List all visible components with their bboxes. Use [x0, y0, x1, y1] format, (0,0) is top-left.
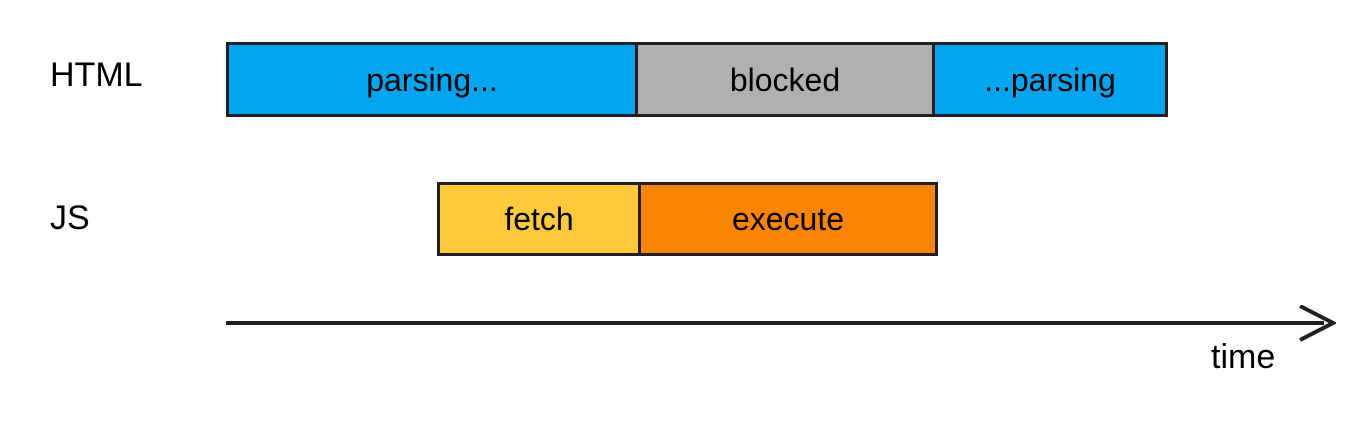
- segment-html-parsing-start: parsing...: [226, 42, 638, 117]
- segment-js-execute: execute: [638, 182, 938, 256]
- segment-js-fetch: fetch: [437, 182, 641, 256]
- row-label-html: HTML: [50, 56, 143, 94]
- js-timeline-track: fetch execute: [437, 182, 938, 256]
- row-label-js: JS: [50, 199, 90, 237]
- segment-label: blocked: [729, 61, 841, 98]
- segment-html-parsing-resume: ...parsing: [932, 42, 1168, 117]
- segment-label: ...parsing: [984, 61, 1116, 98]
- html-timeline-track: parsing... blocked ...parsing: [226, 42, 1168, 117]
- time-axis-arrow: [226, 305, 1336, 342]
- segment-label: execute: [731, 201, 845, 237]
- segment-label: fetch: [504, 201, 574, 237]
- segment-label: parsing...: [366, 61, 498, 98]
- segment-html-blocked: blocked: [635, 42, 935, 117]
- time-axis-label: time: [1211, 338, 1276, 376]
